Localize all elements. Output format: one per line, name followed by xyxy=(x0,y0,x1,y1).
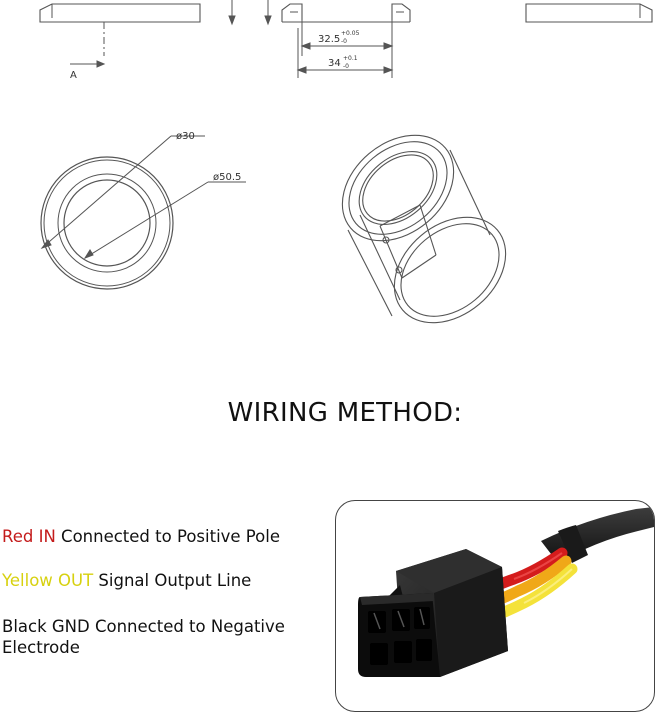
dim-outer-width-tol-minus: -0 xyxy=(343,63,349,70)
technical-drawing: 32.5 +0.05 -0 34 +0.1 -0 A ø30 ø50.5 xyxy=(39,0,653,324)
yellow-wire-label: Yellow OUT xyxy=(2,571,94,590)
black-wire-description: Black GND Connected to Negative Electrod… xyxy=(2,617,285,657)
legend-black-wire: Black GND Connected to Negative Electrod… xyxy=(2,616,320,658)
diameter-outer-label: ø50.5 xyxy=(213,172,241,183)
dim-inner-width-tol-minus: -0 xyxy=(341,38,347,45)
isometric-view xyxy=(341,134,507,324)
dim-inner-width-tol-plus: +0.05 xyxy=(341,30,360,37)
top-view xyxy=(40,135,246,290)
connector-photo xyxy=(335,500,655,712)
dim-inner-width-value: 32.5 xyxy=(318,34,340,45)
wiring-method-title: WIRING METHOD: xyxy=(227,398,463,428)
dim-outer-width-tol-plus: +0.1 xyxy=(343,55,358,62)
section-view xyxy=(228,0,411,78)
connector-housing xyxy=(358,549,508,677)
yellow-wire-description: Signal Output Line xyxy=(93,571,252,590)
section-label: A xyxy=(70,70,77,81)
legend-red-wire: Red IN Connected to Positive Pole xyxy=(2,526,320,547)
side-view-right xyxy=(525,3,653,23)
cable-sleeve xyxy=(558,525,588,563)
connector-illustration xyxy=(358,507,654,677)
side-view-left xyxy=(39,3,201,68)
red-wire-description: Connected to Positive Pole xyxy=(55,527,281,546)
diameter-inner-label: ø30 xyxy=(176,131,195,142)
legend-yellow-wire: Yellow OUT Signal Output Line xyxy=(2,570,320,591)
red-wire-label: Red IN xyxy=(2,527,56,546)
dim-outer-width-value: 34 xyxy=(328,58,341,69)
